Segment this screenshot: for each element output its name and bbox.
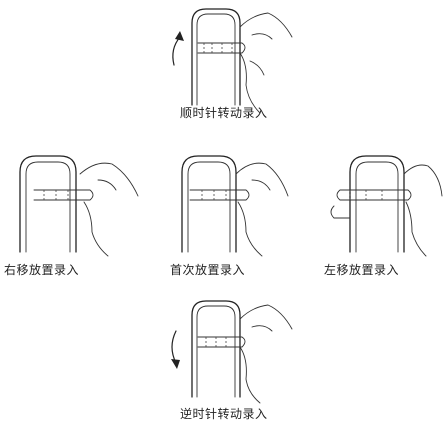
lock-outline (191, 300, 241, 398)
clockwise-arrow-icon (172, 36, 181, 66)
clockwise-illustration (172, 8, 293, 114)
caption-right: 右移放置录入 (4, 263, 80, 277)
caption-center: 首次放置录入 (170, 263, 246, 277)
caption-counterclockwise: 逆时针转动录入 (180, 407, 268, 421)
lock-outline (181, 155, 237, 253)
step-clockwise: 顺时针转动录入 (160, 5, 300, 125)
step-right: 右移放置录入 (0, 150, 150, 280)
caption-left: 左移放置录入 (324, 263, 400, 277)
lock-outline (191, 8, 241, 106)
lock-outline (19, 155, 77, 253)
finger-icon (336, 189, 412, 201)
finger-icon (197, 42, 246, 54)
center-illustration (181, 155, 289, 257)
finger-icon (189, 189, 250, 201)
finger-icon (197, 336, 246, 348)
step-center: 首次放置录入 (150, 150, 290, 280)
step-counterclockwise: 逆时针转动录入 (160, 295, 300, 430)
counterclockwise-arrow-icon (171, 330, 177, 364)
step-left: 左移放置录入 (310, 150, 443, 280)
right-illustration (19, 155, 139, 257)
finger-icon (33, 189, 94, 201)
caption-clockwise: 顺时针转动录入 (180, 106, 268, 120)
lock-outline (349, 155, 405, 253)
left-illustration (330, 155, 443, 257)
counterclockwise-illustration (171, 300, 293, 404)
